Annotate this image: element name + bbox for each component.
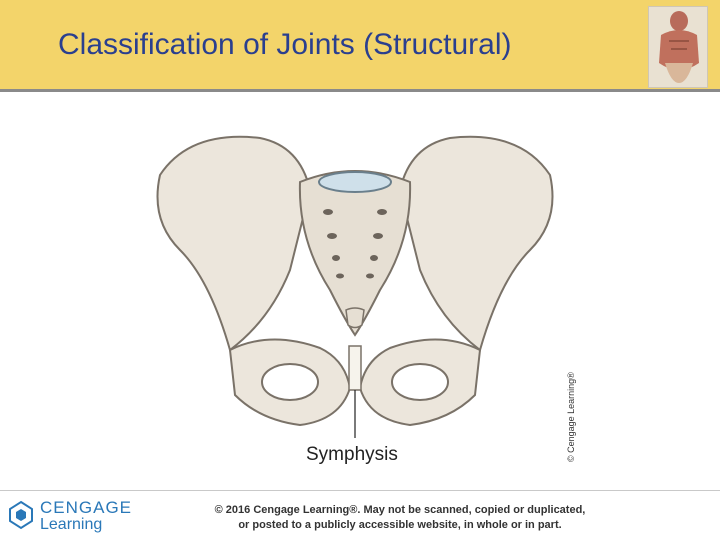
header-band (0, 0, 720, 92)
brand-subname: Learning (40, 516, 103, 533)
muscle-figure-thumbnail (648, 6, 708, 88)
legal-line-1: © 2016 Cengage Learning®. May not be sca… (214, 504, 586, 516)
header-divider (0, 89, 720, 92)
symphysis-label: Symphysis (306, 444, 398, 465)
legal-notice: © 2016 Cengage Learning®. May not be sca… (200, 503, 600, 533)
image-credit: © Cengage Learning® (566, 372, 576, 462)
pelvis-illustration (150, 120, 560, 460)
footer-band (0, 490, 720, 540)
slide-title: Classification of Joints (Structural) (58, 28, 512, 61)
footer-divider (0, 490, 720, 491)
cengage-logo-icon (8, 500, 34, 530)
legal-line-2: or posted to a publicly accessible websi… (238, 519, 562, 531)
brand-name: CENGAGE (40, 498, 133, 517)
